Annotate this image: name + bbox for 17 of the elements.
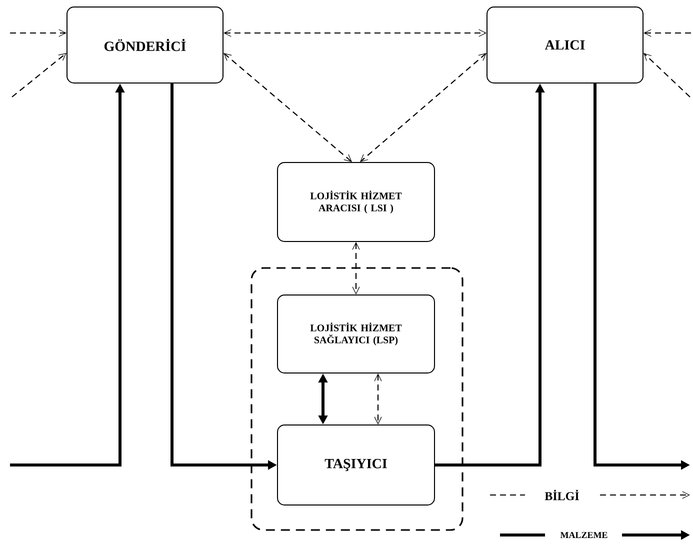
arrow bbox=[10, 29, 67, 37]
process-box: LOJİSTİK HİZMET ARACISI ( LSI ) bbox=[277, 162, 435, 242]
receiver-box: ALICI bbox=[486, 6, 644, 84]
arrow bbox=[224, 53, 352, 162]
arrow bbox=[644, 53, 690, 98]
sender-box: GÖNDERİCİ bbox=[66, 6, 224, 84]
legend-label: MALZEME bbox=[560, 532, 608, 538]
arrow bbox=[352, 242, 360, 294]
arrow bbox=[12, 53, 66, 98]
arrow bbox=[644, 29, 691, 37]
legend-label: BİLGİ bbox=[544, 490, 579, 500]
arrow bbox=[360, 53, 486, 162]
arrow bbox=[224, 29, 486, 37]
process-box: TAŞIYICI bbox=[277, 424, 435, 506]
process-box: LOJİSTİK HİZMET SAĞLAYICI (LSP) bbox=[277, 294, 435, 374]
arrow bbox=[374, 374, 382, 424]
group-outline bbox=[250, 267, 464, 531]
